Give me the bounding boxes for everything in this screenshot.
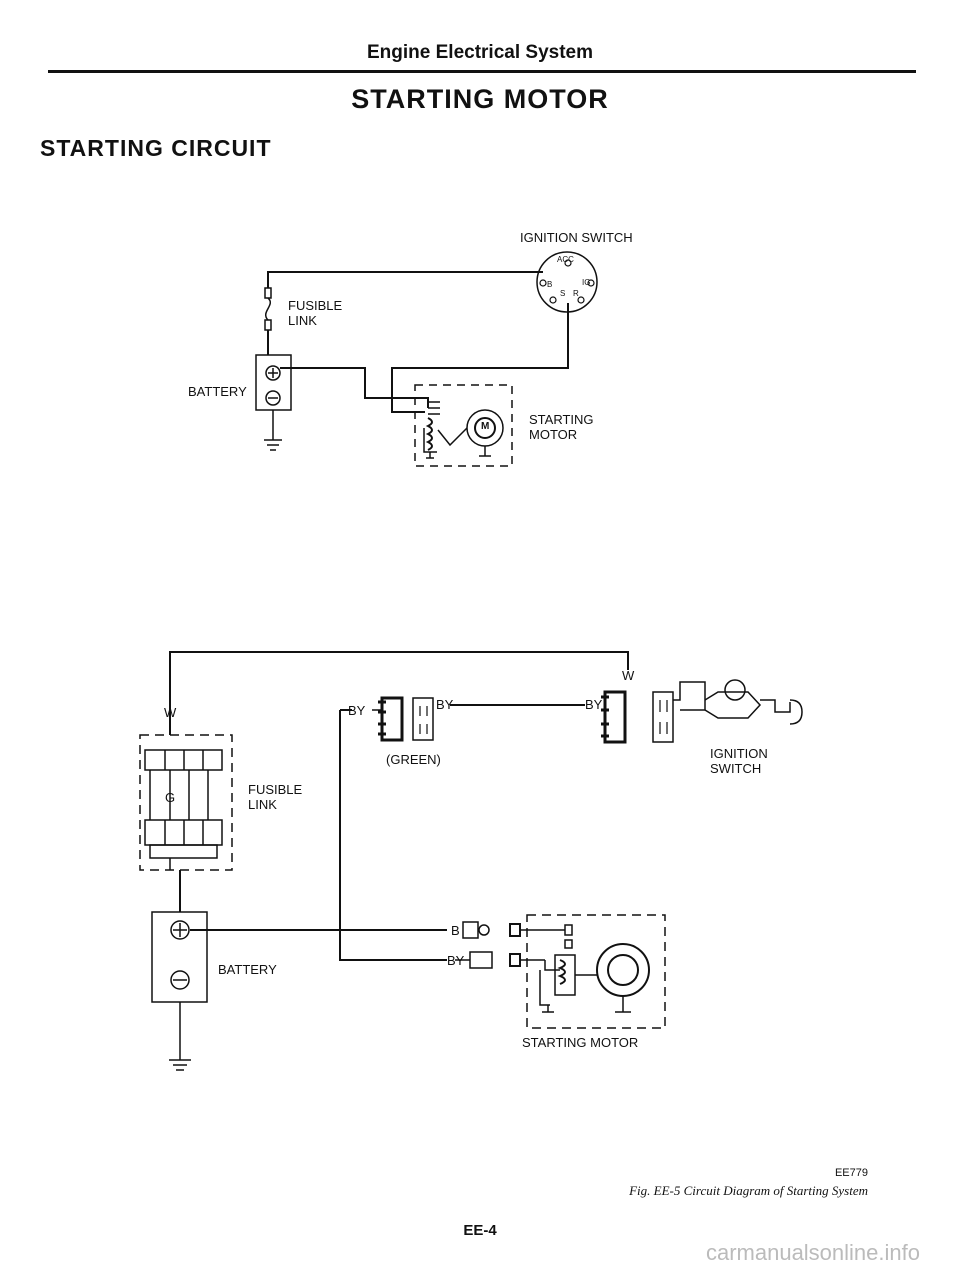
top-starting-motor [414, 384, 513, 467]
top-switch-b-label: B [547, 280, 553, 289]
top-switch-ig-label: IG [582, 278, 591, 287]
bottom-w-right-label: W [622, 668, 635, 683]
bottom-fusible-link-block [139, 734, 233, 871]
top-starting-motor-label: STARTING MOTOR [529, 412, 594, 442]
top-switch-r-label: R [573, 289, 579, 298]
top-wire-battery-motor [280, 367, 429, 408]
bottom-motor-terminals [455, 921, 521, 969]
bottom-right-connector [601, 690, 674, 744]
bottom-w-left-label: W [164, 705, 177, 720]
figure-caption: Fig. EE-5 Circuit Diagram of Starting Sy… [629, 1183, 868, 1198]
bottom-by-label-3: BY [585, 697, 603, 712]
bottom-starting-motor [520, 914, 666, 1029]
bottom-b-label: B [451, 923, 460, 938]
bottom-battery [151, 911, 208, 1071]
bottom-fusible-link-label: FUSIBLE LINK [248, 782, 303, 812]
bottom-ignition-switch [673, 679, 803, 725]
watermark: carmanualsonline.info [705, 1240, 920, 1265]
bottom-wire-w-loop [169, 651, 629, 690]
bottom-fuse-letter: G [165, 790, 176, 805]
bottom-by-label-1: BY [348, 703, 366, 718]
top-wire-battery-feed [267, 271, 543, 288]
top-battery-label: BATTERY [188, 384, 247, 399]
page-number: EE-4 [463, 1222, 497, 1239]
subsection-title: STARTING CIRCUIT [40, 135, 272, 161]
top-switch-acc-label: ACC [557, 255, 574, 264]
page-title: STARTING MOTOR [351, 84, 609, 114]
bottom-green-connector [372, 696, 434, 742]
top-ignition-switch-label: IGNITION SWITCH [520, 230, 633, 245]
top-motor-m-label: M [481, 421, 490, 432]
section-header: Engine Electrical System [367, 42, 593, 63]
top-fusible-link [264, 287, 272, 355]
bottom-ignition-switch-label: IGNITION SWITCH [710, 746, 768, 776]
top-fusible-link-label: FUSIBLE LINK [288, 298, 343, 328]
top-battery [255, 354, 292, 451]
top-switch-s-label: S [560, 289, 566, 298]
bottom-by-label-2: BY [436, 697, 454, 712]
figure-code: EE779 [834, 1167, 868, 1179]
bottom-battery-label: BATTERY [218, 962, 277, 977]
bottom-connector-color-label: (GREEN) [386, 752, 441, 767]
header-rule [48, 70, 916, 73]
bottom-starting-motor-label: STARTING MOTOR [522, 1035, 639, 1050]
bottom-by-label-4: BY [447, 953, 465, 968]
top-wire-ignition-motor [391, 303, 569, 413]
bottom-wire-by-run [339, 710, 447, 961]
